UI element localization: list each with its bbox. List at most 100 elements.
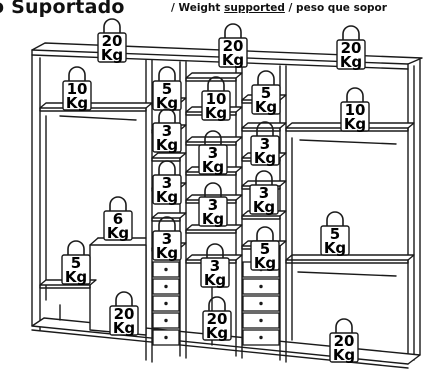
weight-unit: Kg — [206, 324, 228, 342]
weight-unit: Kg — [344, 115, 366, 133]
weight-unit: Kg — [254, 254, 276, 272]
weight-tag-col3-shelf3: 3Kg — [249, 170, 279, 216]
lock-shackle-icon — [109, 196, 127, 211]
weight-value: 10 — [206, 90, 227, 108]
weight-tag-col1-shelf2: 3Kg — [152, 108, 182, 154]
weight-tag-center-shelf4: 3Kg — [200, 243, 230, 289]
weight-value: 3 — [210, 257, 220, 275]
weight-value: 20 — [223, 37, 244, 55]
weight-unit: Kg — [202, 158, 224, 176]
col3-drawer-knob-1 — [259, 284, 263, 289]
lock-body — [250, 240, 280, 271]
lock-body — [61, 254, 91, 285]
lock-shackle-icon — [224, 23, 242, 38]
right-lower-rail — [297, 271, 397, 277]
lock-body — [198, 144, 228, 175]
lock-body — [103, 210, 133, 241]
weight-value: 10 — [67, 80, 88, 98]
lock-body — [152, 230, 182, 261]
lock-shackle-icon — [158, 66, 176, 81]
lock-body — [201, 90, 231, 121]
subtitle-prefix: / Weight — [171, 2, 225, 14]
weight-value: 20 — [102, 32, 123, 50]
lock-shackle-icon — [208, 296, 226, 311]
lock-shackle-icon — [335, 318, 353, 333]
weight-tag-col3-shelf4: 5Kg — [250, 226, 280, 272]
lock-body — [336, 39, 366, 70]
col3-shelf-1 — [241, 122, 287, 129]
weight-tag-col1-shelf1: 5Kg — [152, 66, 182, 112]
subtitle-underlined: supported — [224, 2, 285, 14]
left-hanging-rail — [59, 115, 137, 121]
lock-body — [109, 305, 139, 336]
weight-unit: Kg — [101, 46, 123, 64]
lock-shackle-icon — [68, 66, 86, 81]
lock-shackle-icon — [256, 226, 274, 241]
lock-shackle-icon — [255, 170, 273, 185]
weight-value: 5 — [261, 84, 271, 102]
lock-shackle-icon — [115, 291, 133, 306]
weight-unit: Kg — [255, 98, 277, 116]
weight-value: 3 — [162, 174, 172, 192]
lock-body — [152, 174, 182, 205]
lock-body — [320, 225, 350, 256]
weight-value: 5 — [260, 240, 270, 258]
weight-unit: Kg — [156, 188, 178, 206]
lock-shackle-icon — [67, 240, 85, 255]
weight-tag-col3-shelf1: 5Kg — [251, 70, 281, 116]
lock-shackle-icon — [204, 182, 222, 197]
weight-unit: Kg — [65, 268, 87, 286]
left-top-shelf — [39, 102, 153, 109]
subtitle-suffix: / peso que sopor — [284, 2, 387, 14]
lock-shackle-icon — [342, 25, 360, 40]
weight-value: 5 — [71, 254, 81, 272]
col3-drawer-knob-4 — [259, 335, 263, 340]
lock-body — [97, 32, 127, 63]
weight-value: 5 — [330, 225, 340, 243]
weight-unit: Kg — [254, 149, 276, 167]
weight-tag-right-middle: 5Kg — [320, 211, 350, 257]
lock-shackle-icon — [207, 76, 225, 91]
lock-shackle-icon — [158, 160, 176, 175]
weight-value: 6 — [113, 210, 123, 228]
title-main: o Suportado — [0, 0, 125, 18]
weight-unit: Kg — [107, 224, 129, 242]
weight-tag-col1-shelf3: 3Kg — [152, 160, 182, 206]
weight-unit: Kg — [156, 136, 178, 154]
weight-value: 3 — [259, 184, 269, 202]
weight-unit: Kg — [156, 94, 178, 112]
weight-tag-col3-shelf2: 3Kg — [250, 121, 280, 167]
lock-shackle-icon — [326, 211, 344, 226]
weight-value: 20 — [114, 305, 135, 323]
weight-tag-center-shelf2: 3Kg — [198, 130, 228, 176]
lock-body — [152, 80, 182, 111]
right-hanging-rail — [299, 139, 397, 145]
lock-body — [202, 310, 232, 341]
weight-unit: Kg — [202, 210, 224, 228]
weight-tag-col1-shelf4: 3Kg — [152, 216, 182, 262]
weight-value: 3 — [162, 122, 172, 140]
weight-unit: Kg — [222, 51, 244, 69]
weight-unit: Kg — [340, 53, 362, 71]
lock-body — [251, 84, 281, 115]
weight-unit: Kg — [113, 319, 135, 337]
lock-body — [62, 80, 92, 111]
weight-value: 3 — [208, 196, 218, 214]
weight-tag-left-drawer-top: 6Kg — [103, 196, 133, 242]
right-middle-shelf — [285, 254, 415, 261]
weight-value: 3 — [208, 144, 218, 162]
col3-drawer-knob-3 — [259, 318, 263, 323]
center-shelf-1 — [185, 136, 243, 143]
lock-shackle-icon — [158, 108, 176, 123]
title-subtitle: / Weight supported / peso que sopor — [171, 2, 387, 14]
weight-tag-center-shelf3: 3Kg — [198, 182, 228, 228]
weight-unit: Kg — [324, 239, 346, 257]
